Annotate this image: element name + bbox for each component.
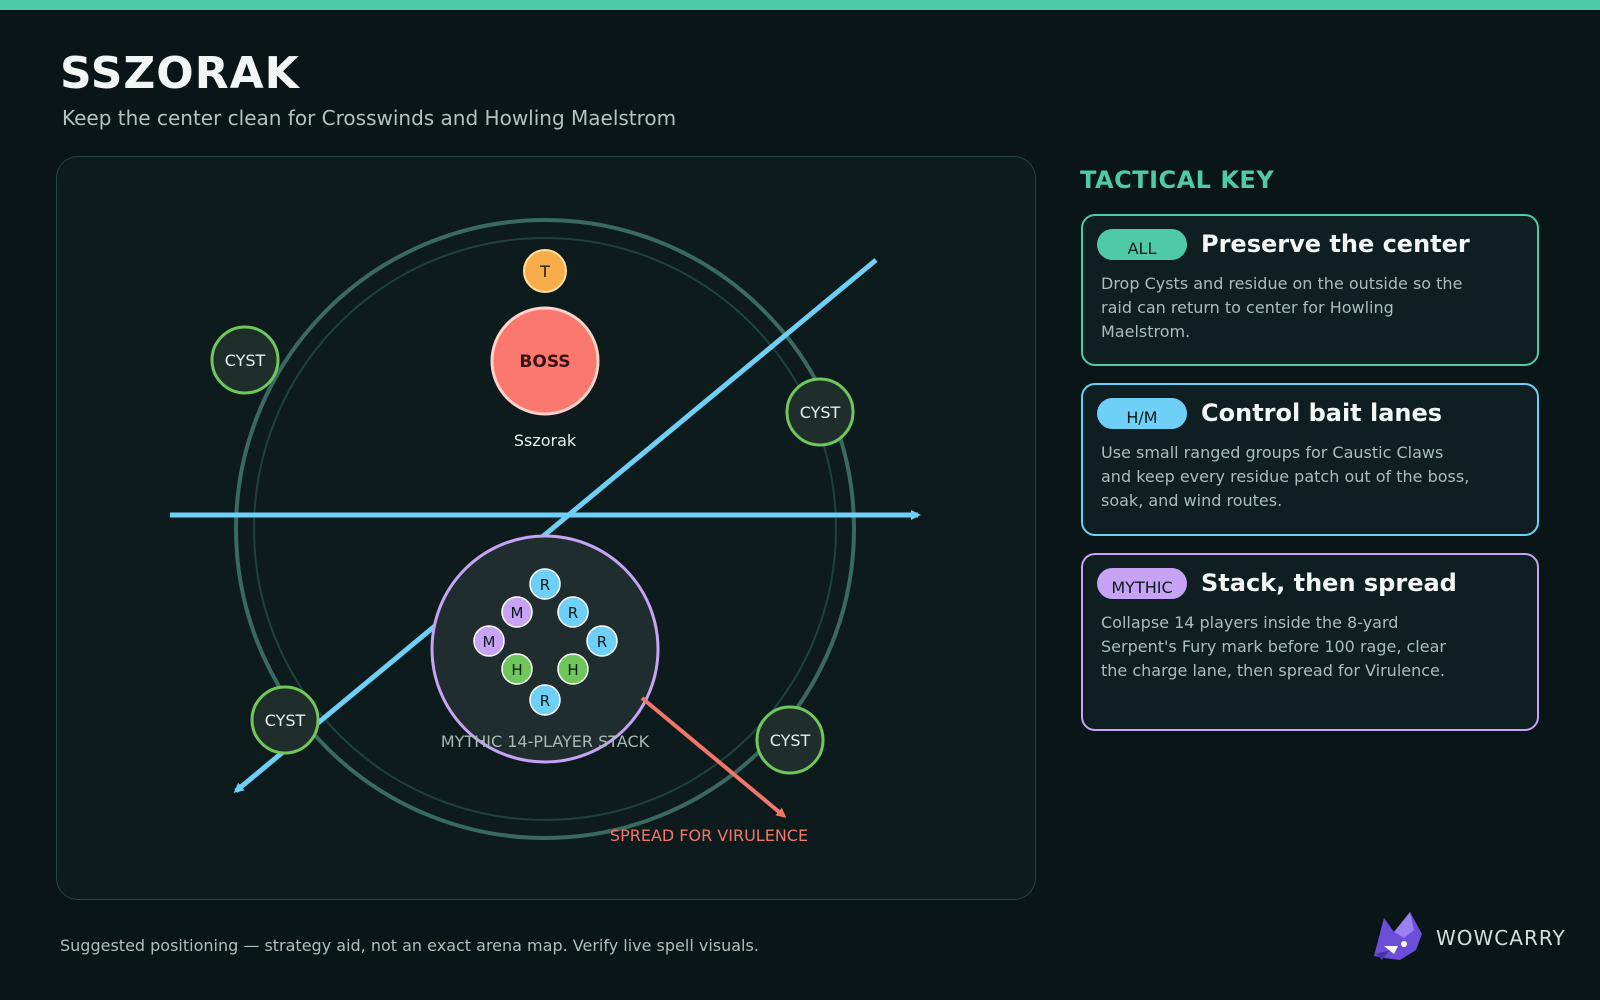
key-card-title: Control bait lanes [1201, 399, 1443, 427]
cyst-label: CYST [265, 711, 306, 730]
key-card-mythic: MYTHIC Stack, then spread Collapse 14 pl… [1081, 553, 1539, 731]
spread-label: SPREAD FOR VIRULENCE [610, 826, 808, 845]
cyst-label: CYST [800, 403, 841, 422]
spread-arrow [640, 696, 787, 818]
arena-outer-ring [234, 218, 856, 840]
key-card-all: ALL Preserve the center Drop Cysts and r… [1081, 214, 1539, 366]
svg-text:R: R [597, 633, 607, 651]
player-ranged: R [529, 684, 561, 716]
svg-text:M: M [511, 604, 524, 622]
cyst-marker: CYST [210, 325, 280, 395]
badge-mythic: MYTHIC [1097, 568, 1187, 599]
key-card-title: Preserve the center [1201, 230, 1470, 258]
footer-disclaimer: Suggested positioning — strategy aid, no… [60, 936, 759, 955]
brand-block: WOWCARRY [1370, 906, 1570, 966]
player-melee: M [473, 625, 505, 657]
svg-text:R: R [568, 604, 578, 622]
arena-diagram: MYTHIC 14-PLAYER STACK SPREAD FOR VIRULE… [170, 218, 921, 845]
arena-inner-ring [253, 237, 837, 821]
brand-name: WOWCARRY [1436, 926, 1566, 950]
mythic-stack-label: MYTHIC 14-PLAYER STACK [441, 732, 650, 751]
cyst-label: CYST [225, 351, 266, 370]
wind-lane-diagonal [233, 258, 878, 793]
player-ranged: R [529, 568, 561, 600]
player-healer: H [557, 653, 589, 685]
boss-marker-label: BOSS [519, 352, 570, 372]
badge-all: ALL [1097, 229, 1187, 260]
player-healer: H [501, 653, 533, 685]
player-melee: M [501, 596, 533, 628]
player-ranged: R [557, 596, 589, 628]
page-title: SSZORAK [60, 48, 300, 99]
player-ranged: R [586, 625, 618, 657]
key-card-hm: H/M Control bait lanes Use small ranged … [1081, 383, 1539, 536]
cyst-marker: CYST [785, 377, 855, 447]
mythic-stack-zone [430, 534, 660, 764]
tactical-key-heading: TACTICAL KEY [1080, 166, 1275, 194]
key-card-body: Drop Cysts and residue on the outside so… [1101, 274, 1463, 341]
key-card-body: Use small ranged groups for Caustic Claw… [1101, 443, 1470, 510]
boss-marker [490, 306, 600, 416]
svg-text:R: R [540, 576, 550, 594]
cyst-marker: CYST [250, 685, 320, 755]
tank-marker-label: T [539, 262, 550, 281]
cyst-marker: CYST [755, 705, 825, 775]
page-subtitle: Keep the center clean for Crosswinds and… [62, 106, 677, 130]
svg-text:H: H [567, 661, 578, 679]
key-card-body: Collapse 14 players inside the 8-yard Se… [1101, 613, 1446, 680]
svg-text:H: H [511, 661, 522, 679]
boss-name-label: Sszorak [514, 431, 577, 450]
svg-text:R: R [540, 692, 550, 710]
badge-hm: H/M [1097, 398, 1187, 429]
svg-text:M: M [483, 633, 496, 651]
tank-marker [523, 249, 567, 293]
fox-logo-icon [1374, 912, 1422, 960]
key-card-title: Stack, then spread [1201, 569, 1457, 597]
cyst-label: CYST [770, 731, 811, 750]
top-accent-bar [0, 0, 1600, 10]
